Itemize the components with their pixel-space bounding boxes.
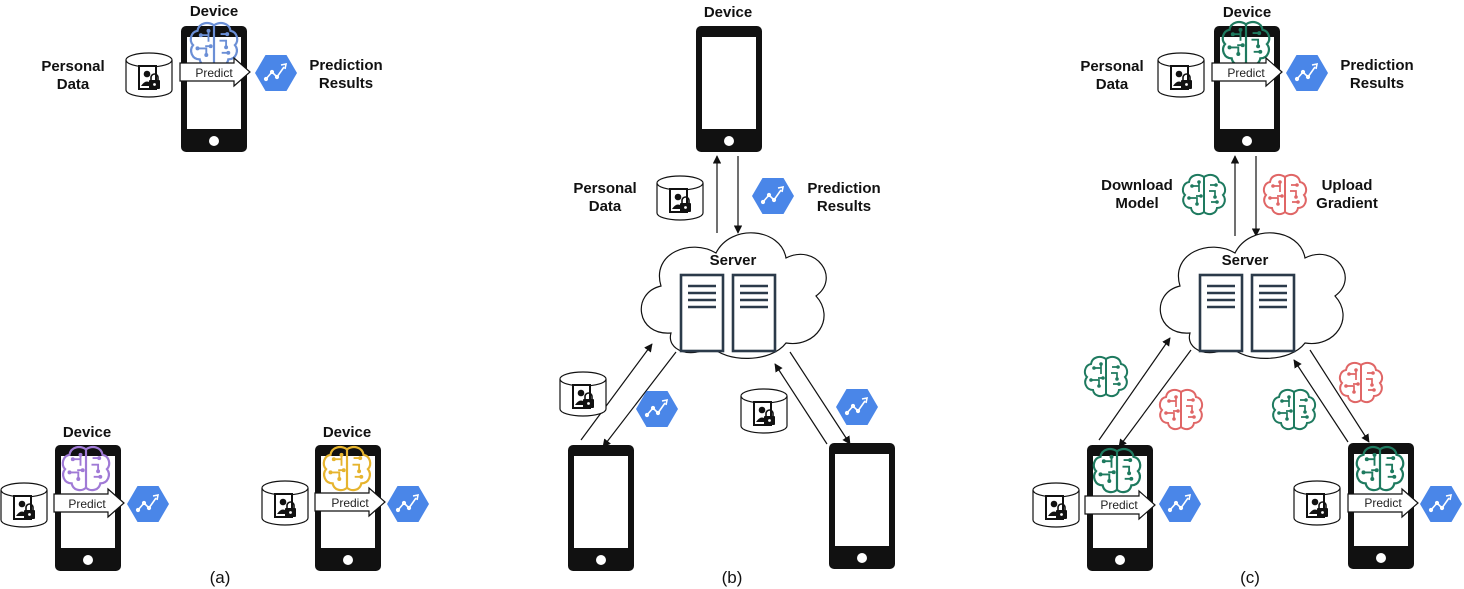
device-label: Device (190, 3, 238, 20)
download-model-label: Download (1101, 177, 1173, 194)
caption-c: (c) (1240, 568, 1260, 587)
database-lock-icon (1157, 52, 1205, 98)
personal-data-label-2: Data (589, 198, 622, 215)
panel-a: Predict Device Personal Data Prediction … (0, 3, 430, 587)
gcp-prediction-icon (1419, 485, 1463, 523)
gcp-prediction-icon (751, 177, 795, 215)
database-lock-icon (656, 175, 704, 221)
brain-circuit-icon (1181, 173, 1227, 216)
prediction-results-label: Prediction (807, 180, 880, 197)
predict-label: Predict (331, 496, 369, 510)
brain-circuit-icon (1083, 355, 1129, 398)
download-arrow (789, 351, 851, 445)
brain-circuit-icon (1338, 361, 1384, 404)
upload-gradient-label-2: Gradient (1316, 195, 1378, 212)
server-label: Server (710, 252, 757, 269)
device-label: Device (63, 424, 111, 441)
database-lock-icon (559, 371, 607, 417)
gcp-prediction-icon (254, 54, 298, 92)
smartphone-icon (696, 26, 762, 152)
predict-label: Predict (195, 66, 233, 80)
upload-arrow (774, 363, 828, 445)
personal-data-label-2: Data (57, 76, 90, 93)
brain-circuit-icon (1262, 173, 1308, 216)
device-label: Device (704, 4, 752, 21)
prediction-results-label-2: Results (817, 198, 871, 215)
prediction-results-label: Prediction (309, 57, 382, 74)
gcp-prediction-icon (126, 485, 170, 523)
download-arrow (1309, 349, 1370, 443)
panel-c: Predict Device Personal Data Prediction … (1032, 4, 1463, 587)
caption-a: (a) (210, 568, 231, 587)
personal-data-label-2: Data (1096, 76, 1129, 93)
upload-arrow (580, 343, 653, 441)
upload-arrow (1098, 337, 1171, 441)
database-lock-icon (0, 482, 48, 528)
prediction-results-label-2: Results (1350, 75, 1404, 92)
predict-label: Predict (1364, 496, 1402, 510)
database-lock-icon (261, 480, 309, 526)
upload-arrow (1293, 359, 1349, 443)
personal-data-label: Personal (1080, 58, 1143, 75)
database-lock-icon (1293, 480, 1341, 526)
download-arrow (1118, 349, 1192, 448)
panel-b: Device Personal Data Prediction Results … (559, 4, 895, 587)
predict-label: Predict (68, 497, 106, 511)
database-lock-icon (740, 388, 788, 434)
personal-data-label: Personal (41, 58, 104, 75)
smartphone-icon (568, 445, 634, 571)
server-label: Server (1222, 252, 1269, 269)
prediction-results-label-2: Results (319, 75, 373, 92)
database-lock-icon (1032, 482, 1080, 528)
brain-circuit-icon (1271, 388, 1317, 431)
predict-label: Predict (1100, 498, 1138, 512)
device-label: Device (323, 424, 371, 441)
download-arrow (602, 351, 677, 448)
gcp-prediction-icon (1285, 54, 1329, 92)
download-model-label-2: Model (1115, 195, 1158, 212)
caption-b: (b) (722, 568, 743, 587)
personal-data-label: Personal (573, 180, 636, 197)
brain-circuit-icon (1158, 388, 1204, 431)
smartphone-icon (829, 443, 895, 569)
upload-gradient-label: Upload (1322, 177, 1373, 194)
predict-label: Predict (1227, 66, 1265, 80)
database-lock-icon (125, 52, 173, 98)
gcp-prediction-icon (835, 388, 879, 426)
gcp-prediction-icon (1158, 485, 1202, 523)
gcp-prediction-icon (386, 485, 430, 523)
device-label: Device (1223, 4, 1271, 21)
prediction-results-label: Prediction (1340, 57, 1413, 74)
